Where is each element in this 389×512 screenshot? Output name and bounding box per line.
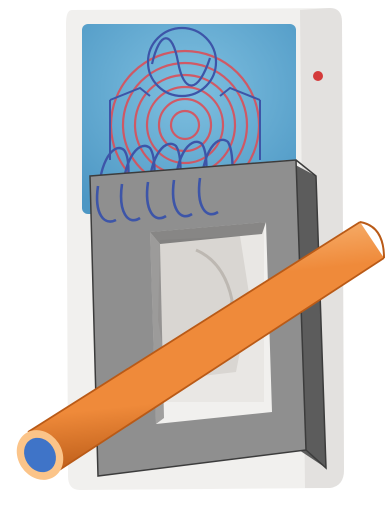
indicator-led bbox=[313, 71, 323, 81]
